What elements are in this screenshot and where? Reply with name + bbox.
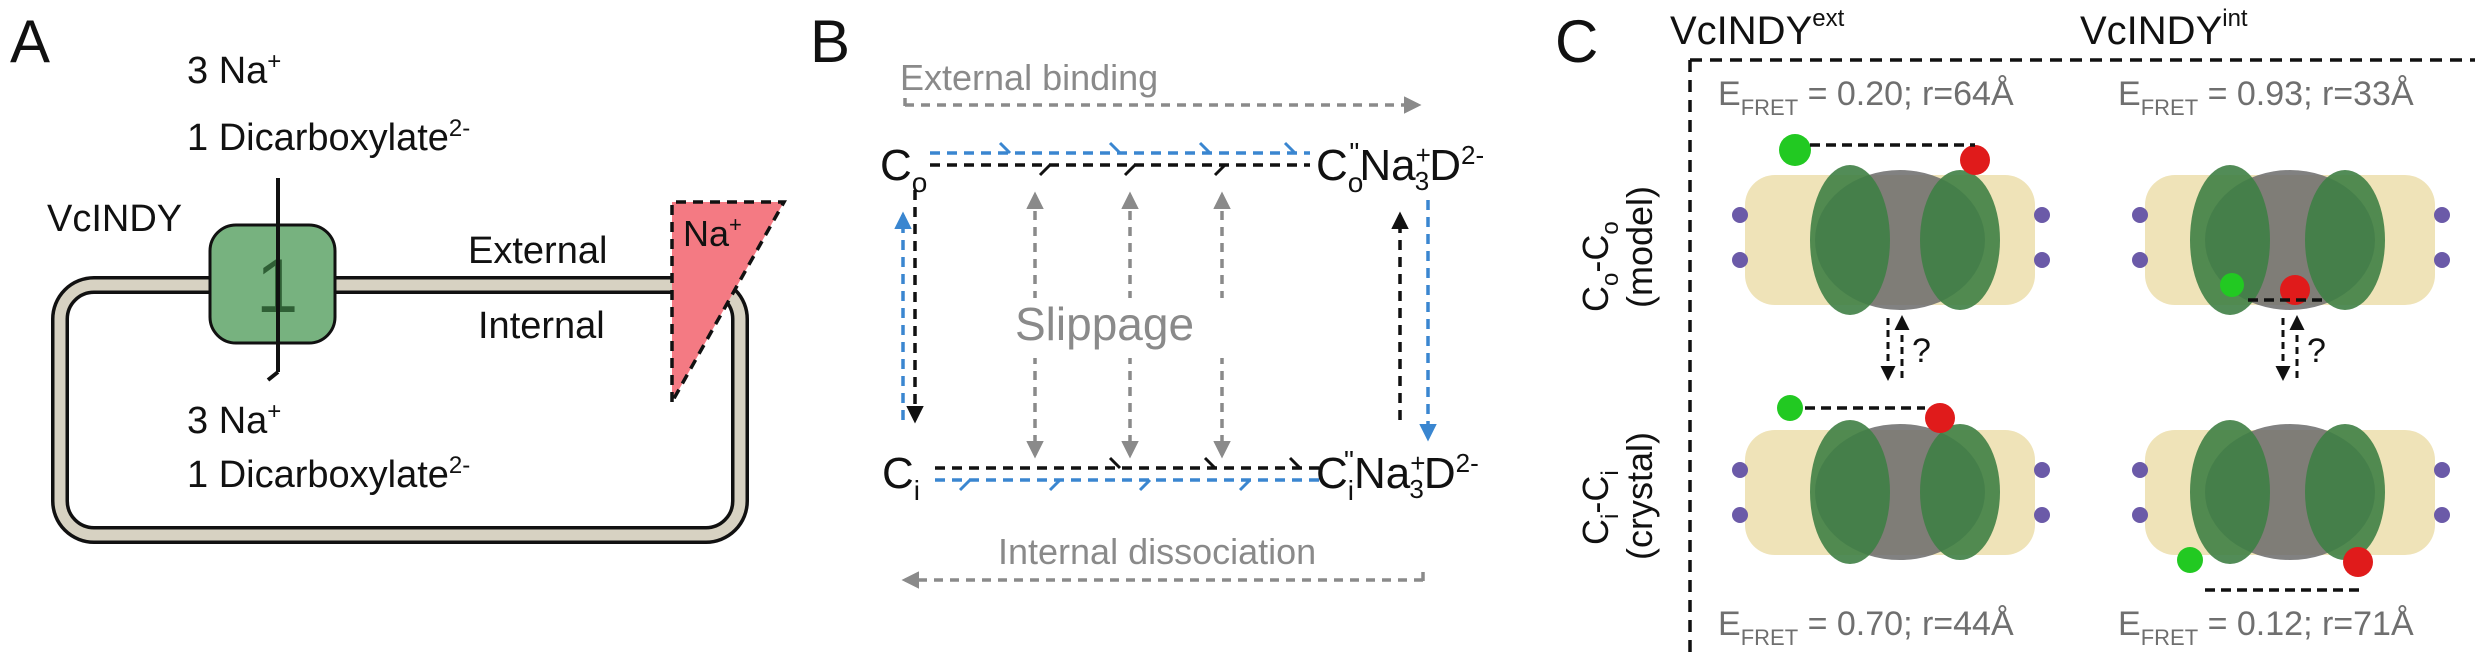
- bottom-dicarboxylate-label: 1 Dicarboxylate2-: [187, 452, 470, 496]
- fret-bottom-int: EFRET = 0.12; r=71Å: [2118, 605, 2414, 650]
- cell-membrane-outline: [51, 276, 749, 544]
- fret-bottom-ext: EFRET = 0.70; r=44Å: [1718, 605, 2014, 650]
- bottom-black-ticks: [1108, 456, 1302, 470]
- lipid-left: [2132, 207, 2148, 223]
- top-blue-ticks: [998, 141, 1297, 155]
- lipid-right: [2434, 462, 2450, 478]
- lipid-right: [2434, 207, 2450, 223]
- fret-top-ext: EFRET = 0.20; r=64Å: [1718, 75, 2014, 120]
- helix-bundle-right: [2305, 170, 2385, 310]
- structure-crystal-ext: [1732, 395, 2050, 564]
- transition-question-mark: ?: [1912, 332, 1931, 370]
- vcindy-label: VcINDY: [47, 198, 182, 240]
- lipid-left-2: [1732, 252, 1748, 268]
- external-label: External: [468, 230, 607, 272]
- transition-ext: ?: [1880, 315, 1931, 381]
- fret-top-int: EFRET = 0.93; r=33Å: [2118, 75, 2414, 120]
- helix-bundle-right: [1920, 170, 2000, 310]
- external-binding-label: External binding: [900, 57, 1158, 98]
- lipid-right-2: [2434, 507, 2450, 523]
- structure-model-int: [2132, 165, 2450, 315]
- transition-int: ?: [2275, 315, 2326, 381]
- donor-dye: [2177, 547, 2203, 573]
- panel-c: C VcINDYext VcINDYint Co-Co (model) Ci-C…: [1555, 5, 2475, 655]
- lipid-right-2: [2434, 252, 2450, 268]
- slippage-label-bg: [1010, 298, 1250, 358]
- lipid-left-2: [1732, 507, 1748, 523]
- slippage-label: Slippage: [1015, 298, 1194, 350]
- column-header-ext: VcINDYext: [1670, 5, 1845, 53]
- na-gradient-outline: [670, 200, 787, 403]
- lipid-right-2: [2034, 252, 2050, 268]
- top-na-label: 3 Na+: [187, 48, 281, 92]
- panel-b: B External binding Slippage Co Co"Na+3D2…: [810, 8, 1484, 589]
- donor-dye: [2220, 273, 2244, 297]
- donor-dye: [1779, 134, 1811, 166]
- helix-bundle-right: [1920, 424, 2000, 560]
- lipid-left-2: [2132, 507, 2148, 523]
- top-dicarboxylate-label: 1 Dicarboxylate2-: [187, 115, 470, 159]
- state-ci-loaded: Ci"Na+3D2-: [1316, 445, 1479, 506]
- helix-bundle-left: [2190, 165, 2270, 315]
- acceptor-dye: [2343, 547, 2373, 577]
- lipid-right-2: [2034, 507, 2050, 523]
- top-black-ticks: [1038, 163, 1227, 177]
- helix-bundle-right: [2305, 424, 2385, 560]
- lipid-left-2: [2132, 252, 2148, 268]
- row-label-crystal: (crystal): [1619, 432, 1660, 560]
- row-label-model: (model): [1619, 186, 1660, 308]
- row-label-crystal-states: Ci-Ci: [1575, 470, 1624, 545]
- donor-dye: [1777, 395, 1803, 421]
- helix-bundle-left: [2190, 420, 2270, 564]
- lipid-right: [2034, 462, 2050, 478]
- state-co: Co: [880, 141, 927, 198]
- cell-membrane-fill: [54, 279, 746, 541]
- helix-bundle-left: [1810, 420, 1890, 564]
- na-gradient-label: Na+: [683, 212, 742, 254]
- vcindy-protein-box: [208, 223, 337, 345]
- panel-b-letter: B: [810, 8, 850, 75]
- panel-a-letter: A: [10, 8, 50, 75]
- column-header-int: VcINDYint: [2080, 5, 2248, 53]
- panel-c-letter: C: [1555, 8, 1598, 75]
- lipid-left: [1732, 207, 1748, 223]
- structure-crystal-int: [2132, 420, 2450, 592]
- lipid-left: [1732, 462, 1748, 478]
- internal-label: Internal: [478, 305, 605, 347]
- lipid-left: [2132, 462, 2148, 478]
- state-ci: Ci: [882, 449, 920, 506]
- acceptor-dye: [1960, 145, 1990, 175]
- transition-question-mark: ?: [2307, 332, 2326, 370]
- bottom-na-label: 3 Na+: [187, 398, 281, 442]
- structure-model-ext: [1732, 134, 2050, 315]
- helix-bundle-left: [1810, 165, 1890, 315]
- acceptor-dye: [1925, 403, 1955, 433]
- acceptor-dye: [2280, 275, 2310, 305]
- internal-dissociation-label: Internal dissociation: [998, 531, 1316, 572]
- panel-a: A 1 3 Na+ 1 Dicarboxylate2- VcINDY Exter…: [10, 8, 787, 544]
- bottom-blue-ticks: [958, 478, 1252, 492]
- state-co-loaded: Co"Na+3D2-: [1316, 137, 1484, 198]
- lipid-right: [2034, 207, 2050, 223]
- row-label-model-states: Co-Co: [1575, 221, 1624, 312]
- transport-line-tail: [266, 370, 280, 382]
